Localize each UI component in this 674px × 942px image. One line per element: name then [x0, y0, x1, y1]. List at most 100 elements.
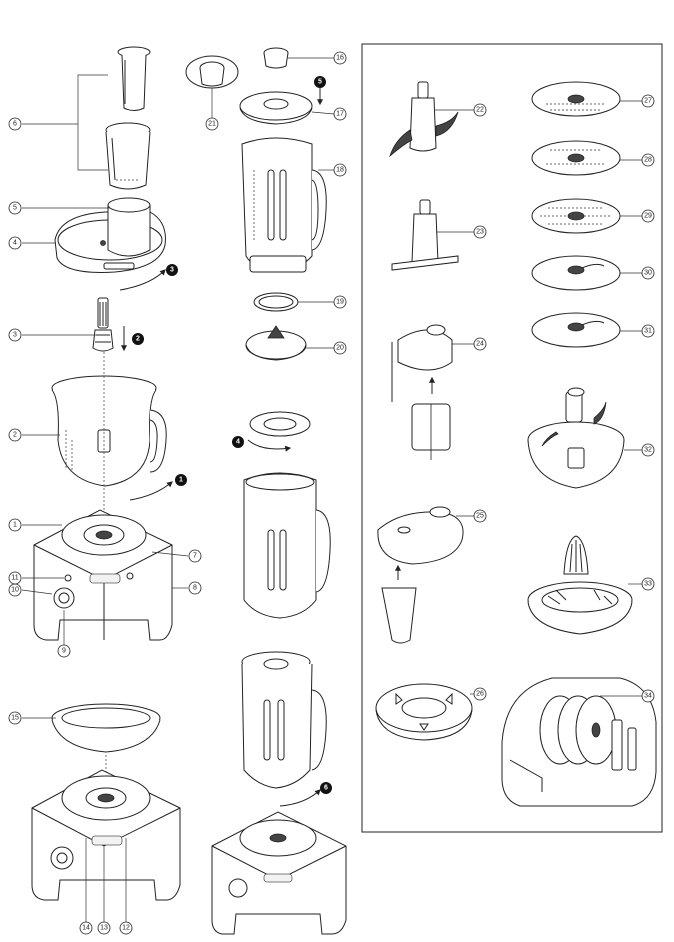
svg-text:5: 5 [318, 79, 322, 86]
callout-23: 23 [473, 225, 487, 239]
blender-lid [239, 88, 323, 125]
svg-text:27: 27 [644, 98, 652, 105]
callout-20: 20 [333, 341, 347, 355]
callout-1: 1 [8, 518, 22, 532]
callout-14: 14 [79, 921, 93, 935]
bowl [51, 352, 173, 540]
callout-17: 17 [333, 107, 347, 121]
svg-text:1: 1 [179, 477, 183, 484]
disc-30 [531, 255, 621, 291]
svg-text:6: 6 [13, 121, 17, 128]
svg-text:21: 21 [208, 121, 216, 128]
citrus-strainer-bowl [527, 387, 625, 489]
callout-32: 32 [641, 443, 655, 457]
knife-blade [389, 81, 459, 158]
svg-text:14: 14 [82, 925, 90, 932]
svg-text:30: 30 [644, 270, 652, 277]
citrus-press [527, 535, 633, 635]
disc-29 [531, 198, 621, 234]
svg-text:31: 31 [644, 328, 652, 335]
blade-unit [245, 325, 307, 361]
svg-text:18: 18 [336, 167, 344, 174]
callout-34: 34 [641, 689, 655, 703]
callout-5: 5 [8, 201, 22, 215]
svg-text:8: 8 [193, 585, 197, 592]
callout-2: 2 [8, 428, 22, 442]
blender-on-base [211, 651, 347, 935]
feed-pushers [105, 46, 151, 190]
disc-31 [531, 312, 621, 348]
svg-text:9: 9 [62, 648, 66, 655]
step-3: 3 [166, 264, 178, 276]
callout-24: 24 [473, 337, 487, 351]
svg-text:11: 11 [11, 575, 18, 582]
callout-29: 29 [641, 209, 655, 223]
callout-3: 3 [8, 328, 22, 342]
svg-text:28: 28 [644, 157, 652, 164]
callout-25: 25 [473, 509, 487, 523]
mini-chopper [391, 324, 453, 460]
storage-lid [375, 683, 473, 741]
svg-text:32: 32 [644, 447, 652, 454]
svg-text:3: 3 [170, 267, 174, 274]
storage-box [501, 677, 657, 807]
callout-27: 27 [641, 94, 655, 108]
svg-text:4: 4 [236, 439, 240, 446]
svg-text:2: 2 [13, 432, 17, 439]
step-6: 6 [320, 782, 332, 794]
step-5: 5 [314, 76, 326, 88]
callout-28: 28 [641, 153, 655, 167]
callout-8: 8 [188, 581, 202, 595]
mill-lid [377, 506, 464, 644]
svg-text:6: 6 [324, 785, 328, 792]
callout-12: 12 [119, 921, 133, 935]
sealing-ring [253, 292, 299, 312]
svg-text:10: 10 [11, 587, 19, 594]
svg-text:20: 20 [336, 345, 344, 352]
callout-10: 10 [8, 583, 22, 597]
callout-15: 15 [8, 711, 22, 725]
callout-4: 4 [8, 236, 22, 250]
dough-tool [391, 199, 459, 271]
disc-28 [531, 140, 621, 176]
callout-7: 7 [188, 549, 202, 563]
spindle [92, 297, 127, 352]
step-2: 2 [132, 333, 144, 345]
svg-text:2: 2 [136, 336, 140, 343]
step-4: 4 [232, 436, 244, 448]
svg-text:16: 16 [336, 55, 344, 62]
callout-6: 6 [8, 117, 22, 131]
svg-text:4: 4 [13, 240, 17, 247]
blender-jug [241, 137, 327, 273]
blender-jug-2 [243, 411, 331, 619]
motor-base-2 [31, 755, 181, 901]
callout-26: 26 [473, 687, 487, 701]
svg-text:19: 19 [336, 299, 344, 306]
svg-text:34: 34 [644, 693, 652, 700]
svg-text:22: 22 [476, 107, 484, 114]
callout-31: 31 [641, 324, 655, 338]
motor-base [33, 509, 173, 641]
svg-text:33: 33 [644, 581, 652, 588]
callout-33: 33 [641, 577, 655, 591]
step-1: 1 [175, 474, 187, 486]
callout-13: 13 [97, 921, 111, 935]
callout-30: 30 [641, 266, 655, 280]
callout-21: 21 [205, 117, 219, 131]
svg-text:29: 29 [644, 213, 652, 220]
svg-text:3: 3 [13, 332, 17, 339]
callout-22: 22 [473, 103, 487, 117]
svg-text:26: 26 [476, 691, 484, 698]
lid [54, 197, 166, 291]
filler-cap [263, 47, 289, 69]
callout-18: 18 [333, 163, 347, 177]
svg-text:5: 5 [13, 205, 17, 212]
svg-text:12: 12 [122, 925, 130, 932]
leader-lines [21, 57, 642, 922]
svg-text:25: 25 [476, 513, 484, 520]
callout-19: 19 [333, 295, 347, 309]
svg-text:1: 1 [13, 522, 17, 529]
callout-9: 9 [57, 644, 71, 658]
svg-text:7: 7 [193, 553, 197, 560]
